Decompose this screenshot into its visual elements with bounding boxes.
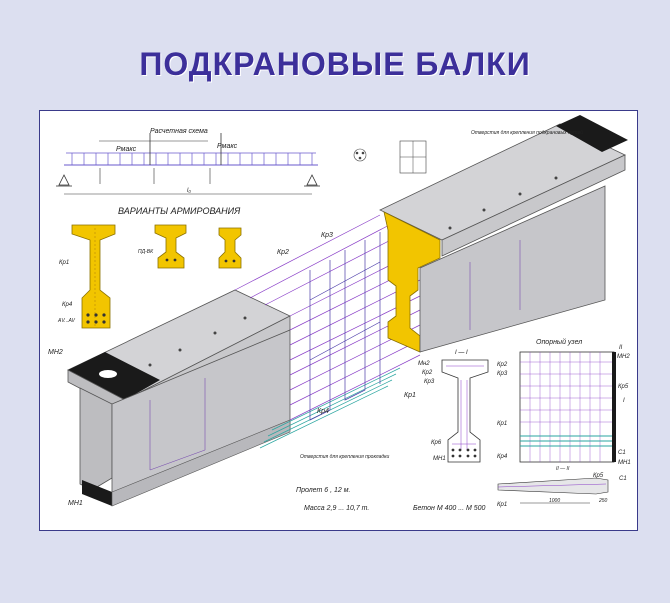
detail-title: II — II [556, 466, 570, 472]
section-kr2: Кр2 [422, 370, 433, 376]
section-mn1: МН1 [433, 456, 446, 462]
cage-kr1: Кр1 [404, 392, 416, 399]
rebar-detail-small [353, 140, 427, 174]
support-mn1: МН1 [618, 460, 631, 466]
detail-kr5: Кр5 [593, 473, 604, 479]
support-kr5: Кр5 [618, 384, 629, 390]
poster-title: ПОДКРАНОВЫЕ БАЛКИ [139, 46, 531, 82]
cage-kr4: Кр4 [317, 408, 329, 415]
variant-kr4: Кр4 [62, 302, 73, 308]
holes-bottom-note: Отверстия для крепления прокладки [300, 454, 390, 460]
detail-kr1: Кр1 [497, 502, 507, 508]
detail-dim-250: 250 [598, 498, 608, 504]
reaction-right: Pмакс [217, 143, 238, 150]
cage-kr3: Кр3 [321, 232, 333, 239]
scheme-title: Расчетная схема [150, 128, 208, 135]
section-title: I — I [455, 350, 468, 356]
section-kr6: Кр6 [431, 440, 442, 446]
section-mn2: Мн2 [418, 361, 430, 367]
reaction-left: Pмакс [116, 146, 137, 153]
section-variant-3 [218, 227, 242, 269]
support-c1: С1 [618, 450, 626, 456]
support-kr2: Кр2 [497, 362, 508, 368]
support-kr1: Кр1 [497, 421, 507, 427]
spec-span: Пролет 6 , 12 м. [296, 487, 351, 494]
rebar-cage: Кр2 Кр3 Кр4 Кр1 [234, 214, 421, 449]
variant-pdk: ПД-ВК [138, 249, 154, 255]
detail-dim-1000: 1000 [549, 498, 560, 504]
support-section-mark: II [619, 345, 623, 351]
spec-concrete: Бетон М 400 ... М 500 [413, 505, 486, 512]
design-scheme: Расчетная схема Pмакс Pмакс l₀ [56, 128, 320, 195]
spec-mass: Масса 2,9 ... 10,7 т. [304, 505, 369, 512]
left-beam-holes [148, 316, 247, 367]
variants-title: ВАРИАНТЫ АРМИРОВАНИЯ [118, 206, 241, 216]
support-section-mark-small: I [623, 398, 625, 404]
support-kr4: Кр4 [497, 454, 508, 460]
section-kr3: Кр3 [424, 379, 435, 385]
variant-av: АV...AV [57, 318, 76, 324]
left-mn2: МН2 [48, 349, 63, 356]
right-beam: Отверстия для крепления подкрановых путе… [379, 115, 628, 353]
left-beam: МН2 МН1 [48, 289, 291, 507]
support-node: Опорный узел Кр2 Кр3 Кр1 Кр4 Кр5 С1 [497, 338, 631, 508]
section-variant-2: ПД-ВК [138, 224, 187, 269]
support-title: Опорный узел [536, 338, 582, 346]
support-mn2: МН2 [617, 354, 630, 360]
span-label: l₀ [187, 188, 191, 194]
cage-kr2: Кр2 [277, 249, 289, 256]
cross-section-i: I — I Мн2 Кр2 Кр3 Кр6 МН1 [418, 350, 489, 463]
support-kr3: Кр3 [497, 371, 508, 377]
holes-top-note: Отверстия для крепления подкрановых путе… [471, 129, 583, 136]
section-variant-1: Кр1 Кр4 АV...AV [57, 224, 116, 329]
detail-c1: С1 [619, 476, 627, 482]
variant-kr1: Кр1 [59, 260, 69, 266]
left-mn1: МН1 [68, 500, 83, 507]
